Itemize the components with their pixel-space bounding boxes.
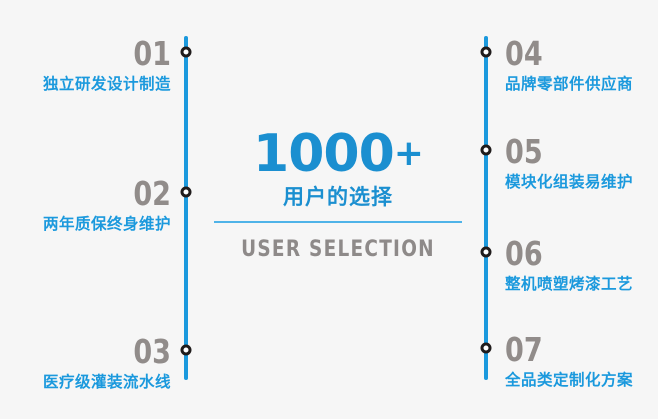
marker-dot-03 [180,344,192,356]
feature-item-05[interactable]: 05 模块化组装易维护 [497,135,658,192]
timeline-rail-right [484,36,488,380]
center-count: 1000+ [198,128,478,180]
marker-dot-02 [180,186,192,198]
feature-label-07: 全品类定制化方案 [505,371,634,389]
feature-label-03: 医疗级灌装流水线 [42,373,171,391]
feature-label-06: 整机喷塑烤漆工艺 [505,275,634,293]
center-subtitle: 用户的选择 [283,185,393,209]
marker-dot-04 [480,46,492,58]
feature-number-03: 03 [133,332,171,371]
center-count-value: 1000 [253,124,395,184]
feature-number-06: 06 [505,234,543,273]
timeline-rail-left [184,36,188,380]
center-count-plus: + [393,133,424,174]
marker-dot-06 [480,246,492,258]
feature-number-01: 01 [133,34,171,73]
feature-item-03[interactable]: 03 医疗级灌装流水线 [0,335,185,392]
feature-item-01[interactable]: 01 独立研发设计制造 [0,37,185,94]
feature-number-02: 02 [133,174,171,213]
feature-label-04: 品牌零部件供应商 [505,75,634,93]
feature-item-07[interactable]: 07 全品类定制化方案 [497,333,658,390]
marker-dot-07 [480,342,492,354]
feature-label-02: 两年质保终身维护 [42,215,171,233]
feature-number-04: 04 [505,34,543,73]
feature-label-05: 模块化组装易维护 [505,173,634,191]
center-divider [214,221,462,224]
feature-label-01: 独立研发设计制造 [42,75,171,93]
marker-dot-01 [180,46,192,58]
marker-dot-05 [480,144,492,156]
center-highlight: 1000+ 用户的选择 USER SELECTION [198,128,478,262]
center-english-caption: USER SELECTION [241,237,435,263]
feature-item-04[interactable]: 04 品牌零部件供应商 [497,37,658,94]
feature-item-06[interactable]: 06 整机喷塑烤漆工艺 [497,237,658,294]
feature-number-07: 07 [505,330,543,369]
feature-number-05: 05 [505,132,543,171]
feature-item-02[interactable]: 02 两年质保终身维护 [0,177,185,234]
